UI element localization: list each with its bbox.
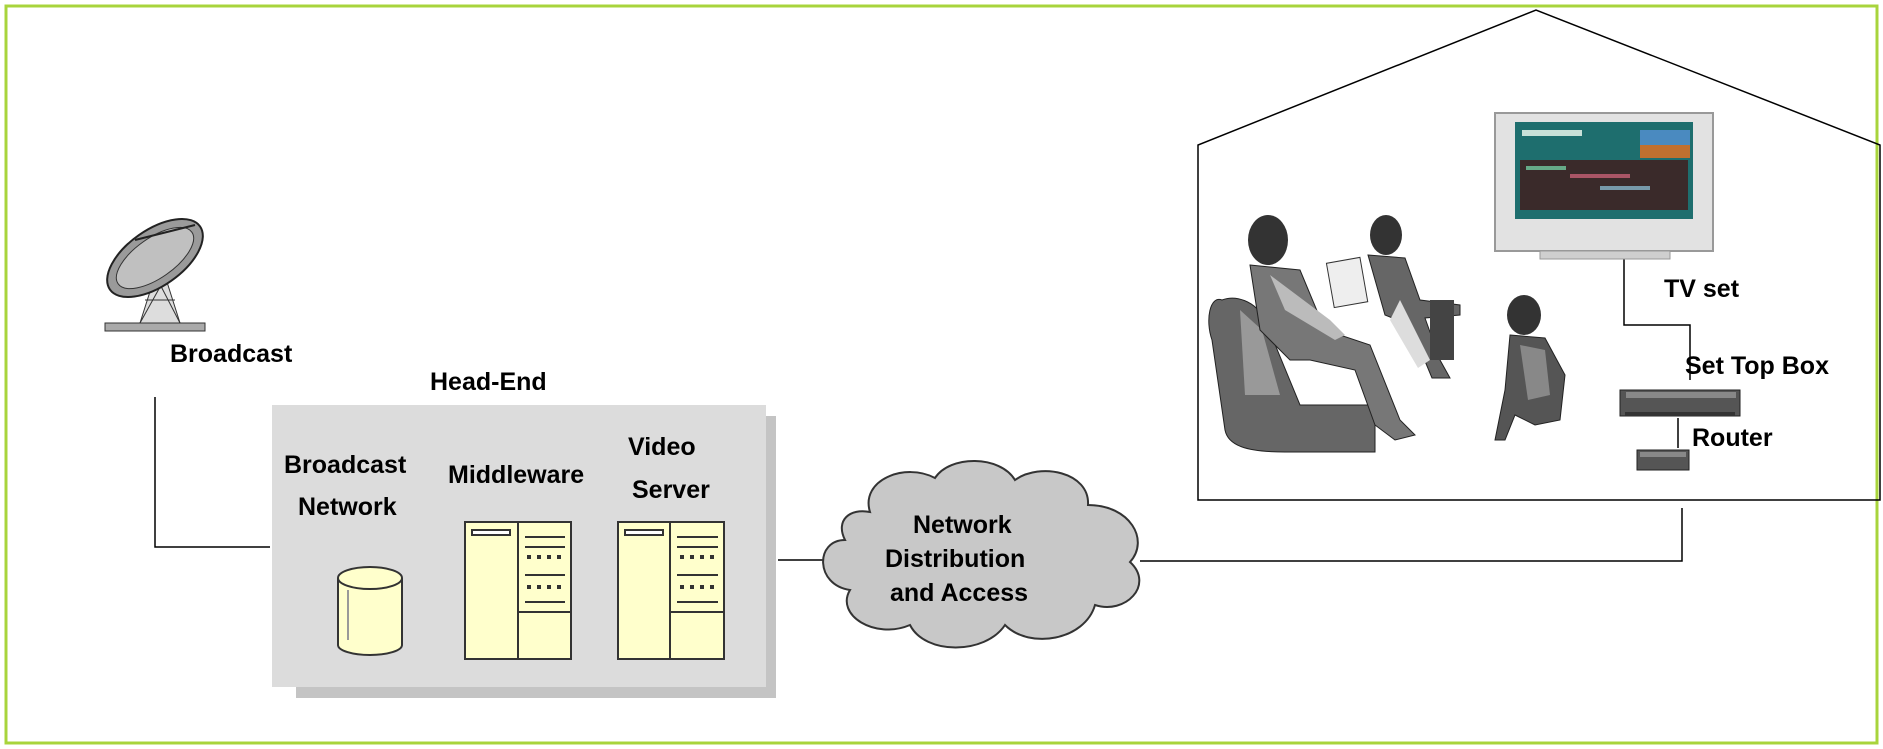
tv-to-stb-line xyxy=(1623,258,1691,380)
connector-lines xyxy=(154,258,1691,562)
house-outline xyxy=(1197,9,1881,501)
broadcast-to-headend-line xyxy=(154,397,270,548)
head-end-label: Head-End xyxy=(430,368,547,396)
video-server-label-line2: Server xyxy=(632,476,710,504)
broadcast-label: Broadcast xyxy=(170,340,293,368)
satellite-dish-icon xyxy=(104,217,206,332)
cloud-label-line1: Network xyxy=(913,511,1012,539)
tv-icon xyxy=(1494,112,1714,260)
set-top-box-icon xyxy=(1619,389,1741,417)
broadcast-network-label-line1: Broadcast xyxy=(284,451,407,479)
tv-set-label: TV set xyxy=(1664,275,1740,303)
cloud-label-line3: and Access xyxy=(890,579,1028,607)
middleware-server-icon xyxy=(464,521,572,660)
broadcast-network-label-line2: Network xyxy=(298,493,397,521)
database-icon xyxy=(337,566,403,656)
cloud-to-router-line xyxy=(1140,508,1683,562)
router-label: Router xyxy=(1692,424,1773,452)
family-watching-tv-icon xyxy=(1208,215,1566,453)
video-server-icon xyxy=(617,521,725,660)
video-server-label-line1: Video xyxy=(628,433,696,461)
set-top-box-label: Set Top Box xyxy=(1685,352,1829,380)
cloud-icon xyxy=(822,460,1141,649)
cloud-label-line2: Distribution xyxy=(885,545,1025,573)
router-icon xyxy=(1636,449,1690,471)
middleware-label: Middleware xyxy=(448,461,584,489)
